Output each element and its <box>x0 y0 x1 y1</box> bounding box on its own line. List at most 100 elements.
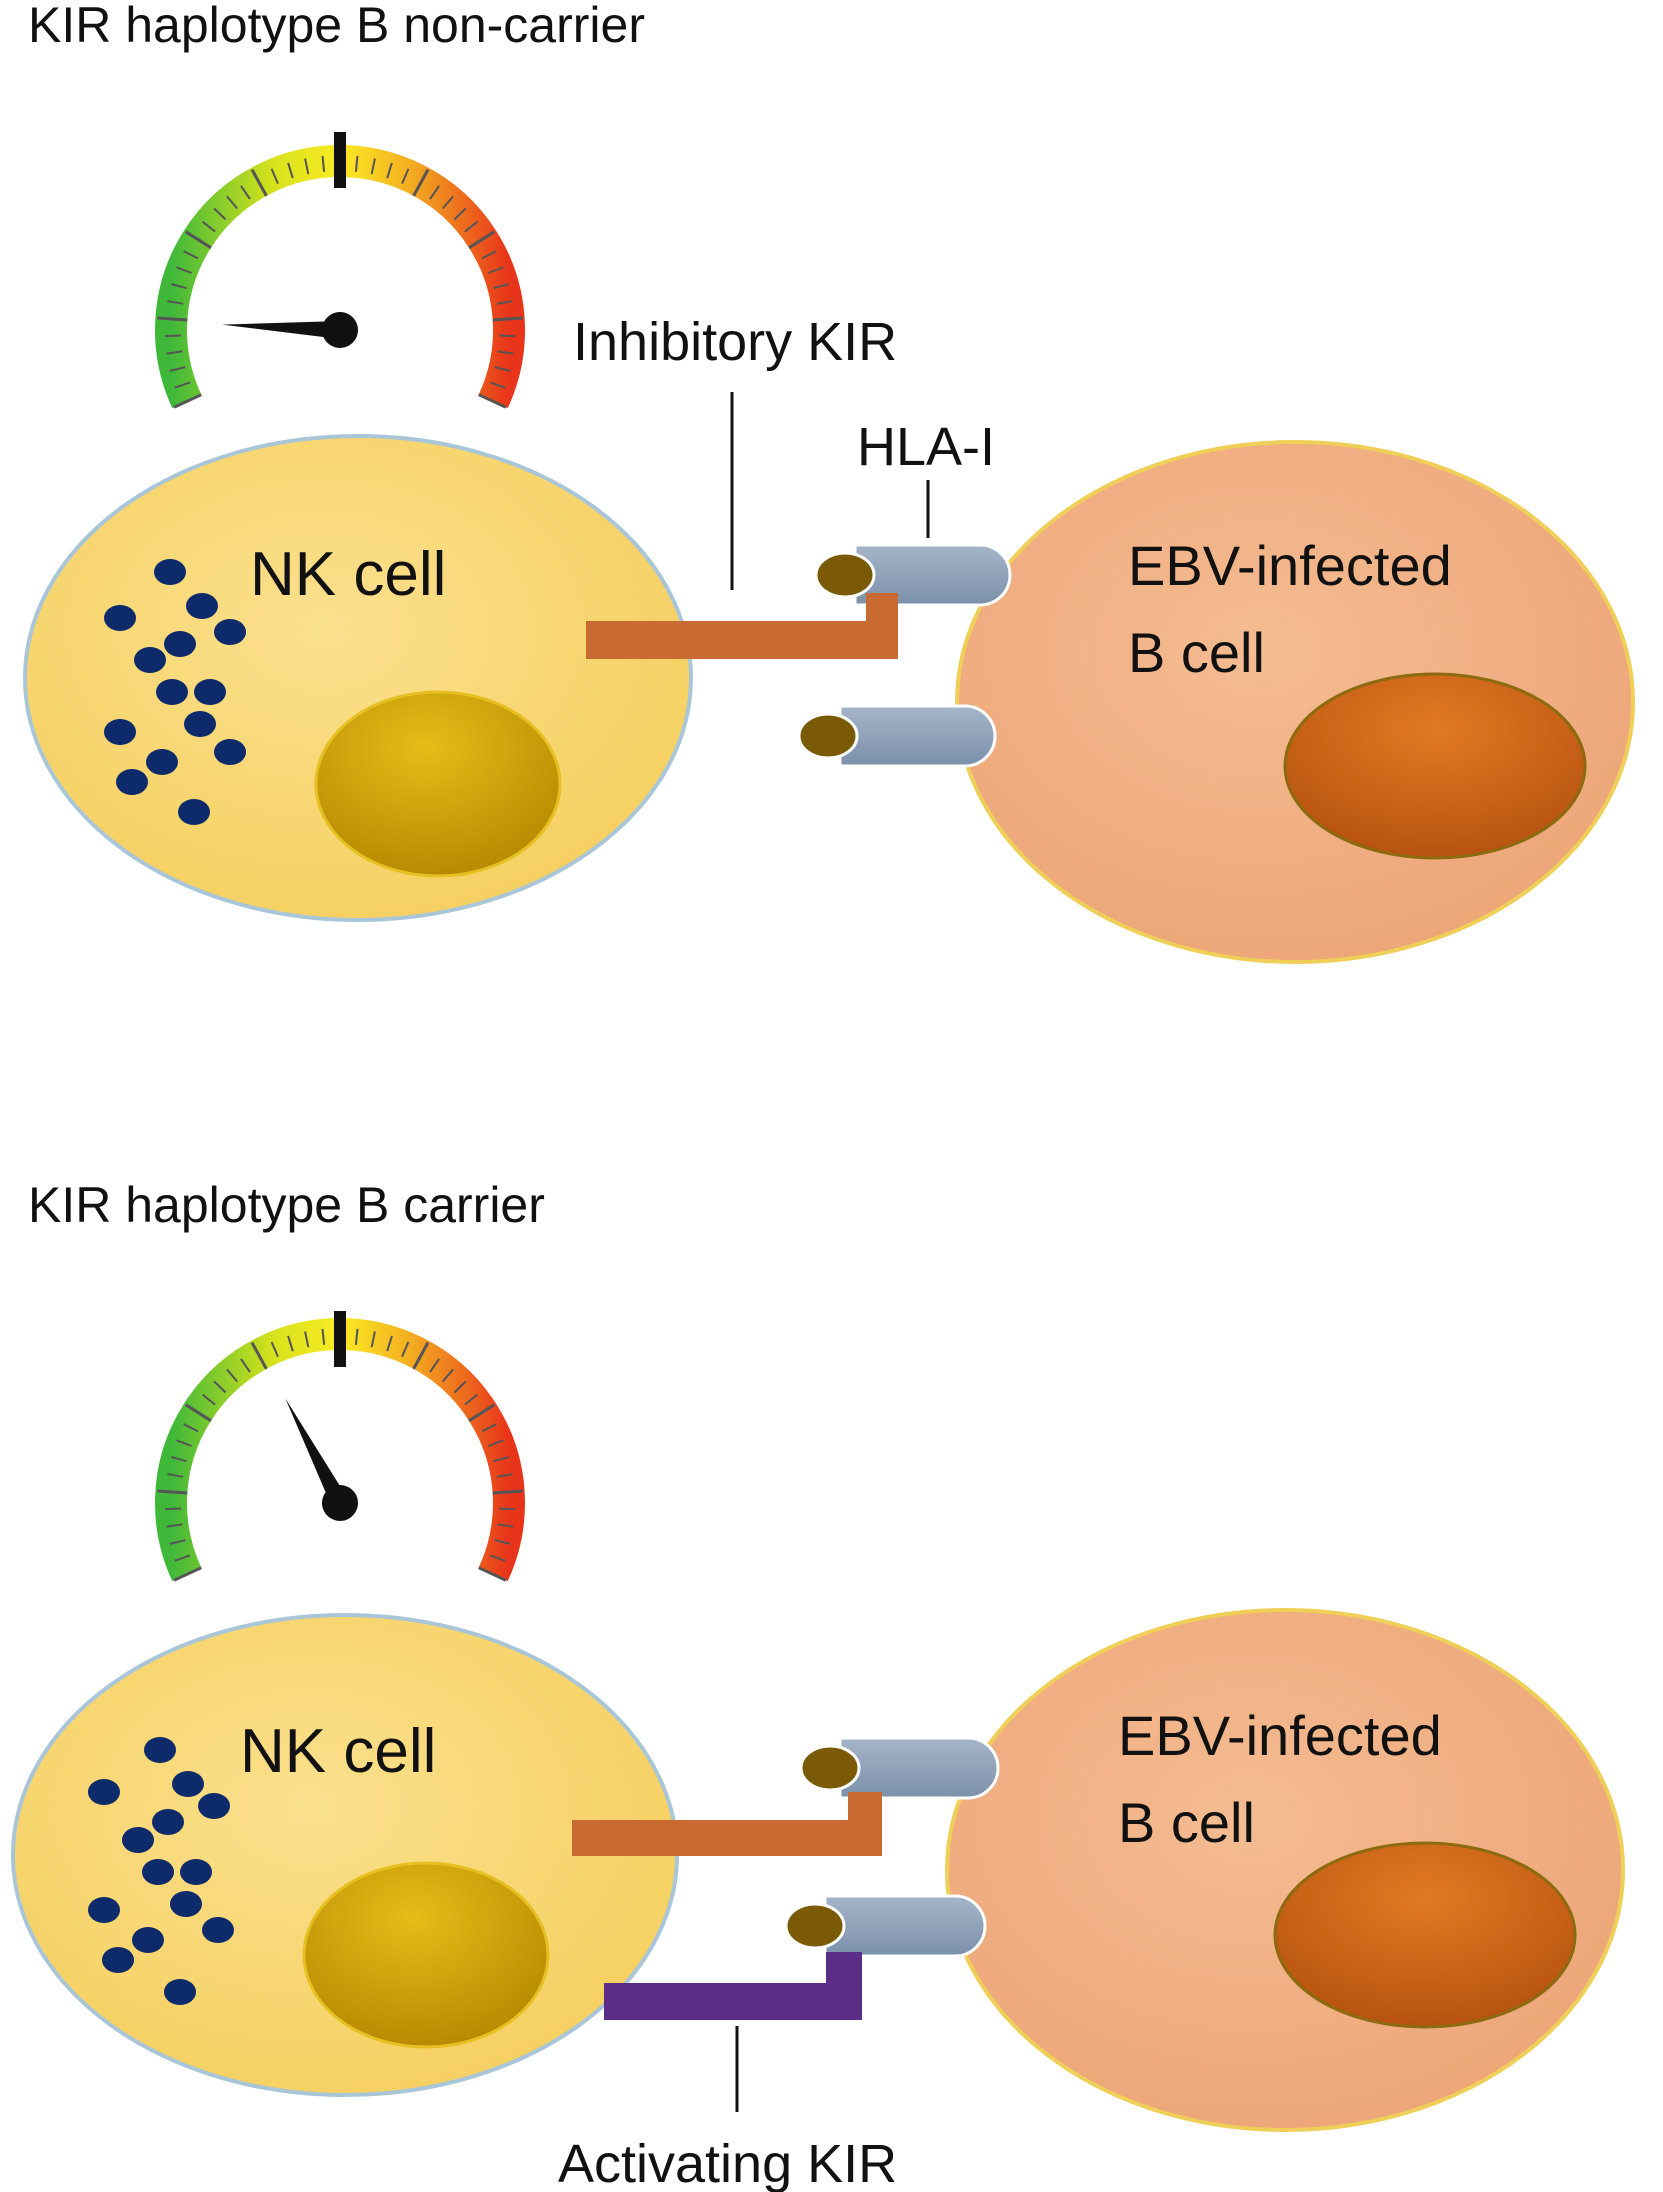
gauge-tick <box>453 207 467 221</box>
b-cell-nucleus <box>1283 672 1587 860</box>
gauge-tick <box>429 1358 440 1373</box>
panel-heading: KIR haplotype B carrier <box>28 1177 545 1233</box>
gauge-tick <box>354 155 359 172</box>
b-cell-label-line2: B cell <box>1118 1791 1255 1854</box>
gauge-tick <box>226 195 239 210</box>
gauge-arc <box>155 1318 525 1582</box>
nk-cell: NK cell <box>11 1613 679 2097</box>
gauge-ticks <box>157 147 523 409</box>
gauge-tick <box>401 1341 410 1357</box>
gauge-needle <box>222 312 358 348</box>
gauge-tick <box>169 366 186 372</box>
gauge-tick <box>412 1341 430 1370</box>
nk-cell: NK cell <box>23 434 693 922</box>
gauge-tick <box>287 1335 294 1352</box>
gauge-tick <box>386 162 393 179</box>
gauge-tick <box>183 250 199 260</box>
gauge-tick <box>493 1456 510 1463</box>
gauge-tick <box>173 393 202 409</box>
peptide <box>799 1744 861 1792</box>
gauge-tick <box>174 1554 191 1562</box>
gauge-tick <box>184 230 212 250</box>
gauge-tick <box>176 266 192 274</box>
gauge-tick <box>496 1473 513 1478</box>
gauge-tick <box>167 1473 184 1478</box>
gauge-tick <box>287 162 294 179</box>
gauge-tick <box>481 1423 497 1433</box>
gauge-tick <box>441 195 454 210</box>
gauge-tick <box>170 1456 187 1463</box>
gauge-tick <box>492 316 523 322</box>
gauge-tick <box>464 220 479 233</box>
gauge-tick <box>240 1358 251 1373</box>
gauge-tick <box>304 1331 310 1348</box>
gauge-tick <box>321 1328 326 1345</box>
gauge-tick <box>226 1368 239 1383</box>
gauge-tick <box>493 283 510 290</box>
peptide <box>784 1902 846 1950</box>
gauge-tick <box>492 1489 523 1495</box>
gauge-tick <box>321 155 326 172</box>
gauge-tick <box>478 393 507 409</box>
activation-gauge <box>155 1311 525 1582</box>
nk-granules <box>88 1737 234 2005</box>
gauge-tick <box>429 185 440 200</box>
gauge-tick <box>250 168 268 197</box>
ebv-infected-b-cell: EBV-infected B cell <box>945 1608 1625 2132</box>
gauge-tick <box>354 1328 359 1345</box>
gauge-tick <box>386 1335 393 1352</box>
gauge-tick <box>157 316 188 322</box>
gauge-tick <box>497 350 514 355</box>
gauge-tick <box>489 381 506 389</box>
gauge-tick <box>497 1523 514 1528</box>
peptide <box>814 551 876 599</box>
gauge-tick <box>412 168 430 197</box>
gauge-tick <box>496 300 513 305</box>
gauge-threshold-marker <box>334 1311 346 1367</box>
activating-kir <box>604 1952 862 2020</box>
gauge-tick <box>176 1439 192 1447</box>
gauge-tick <box>270 168 279 184</box>
gauge-tick <box>184 1403 212 1423</box>
inhibitory-kir <box>586 593 898 659</box>
gauge-tick <box>165 334 182 338</box>
gauge-tick <box>169 1539 186 1545</box>
gauge-tick <box>170 283 187 290</box>
gauge-tick <box>201 220 216 233</box>
gauge-tick <box>464 1393 479 1406</box>
nk-nucleus <box>314 690 562 878</box>
gauge-tick <box>304 158 310 175</box>
gauge-tick <box>240 185 251 200</box>
gauge-tick <box>370 158 376 175</box>
gauge-tick <box>488 1439 504 1447</box>
gauge-tick <box>468 230 496 250</box>
gauge-tick <box>401 168 410 184</box>
gauge-tick <box>453 1380 467 1394</box>
inhibitory-kir <box>572 1792 882 1856</box>
nk-cell-label: NK cell <box>240 1717 436 1786</box>
nk-granules <box>104 559 246 825</box>
gauge-tick <box>165 1507 182 1511</box>
activating-kir-label: Activating KIR <box>558 2134 897 2192</box>
gauge-tick <box>183 1423 199 1433</box>
gauge-tick <box>498 334 515 338</box>
nk-cell-label: NK cell <box>250 540 446 609</box>
b-cell-nucleus <box>1273 1841 1577 2029</box>
activation-gauge <box>155 132 525 409</box>
gauge-tick <box>201 1393 216 1406</box>
gauge-tick <box>166 350 183 355</box>
b-cell-label-line2: B cell <box>1128 621 1265 684</box>
gauge-tick <box>498 1507 515 1511</box>
hla-i-molecule <box>799 1736 1000 1800</box>
gauge-needle <box>285 1398 358 1521</box>
gauge-tick <box>166 1523 183 1528</box>
gauge-tick <box>157 1489 188 1495</box>
hla-i-molecule <box>784 1894 987 1958</box>
ebv-infected-b-cell: EBV-infected B cell <box>955 440 1635 964</box>
gauge-tick <box>478 1566 507 1582</box>
gauge-tick <box>468 1403 496 1423</box>
b-cell-label-line1: EBV-infected <box>1118 1704 1442 1767</box>
panel-carrier: KIR haplotype B carrier NK cell <box>11 1177 1625 2192</box>
gauge-tick <box>494 366 511 372</box>
gauge-tick <box>167 300 184 305</box>
